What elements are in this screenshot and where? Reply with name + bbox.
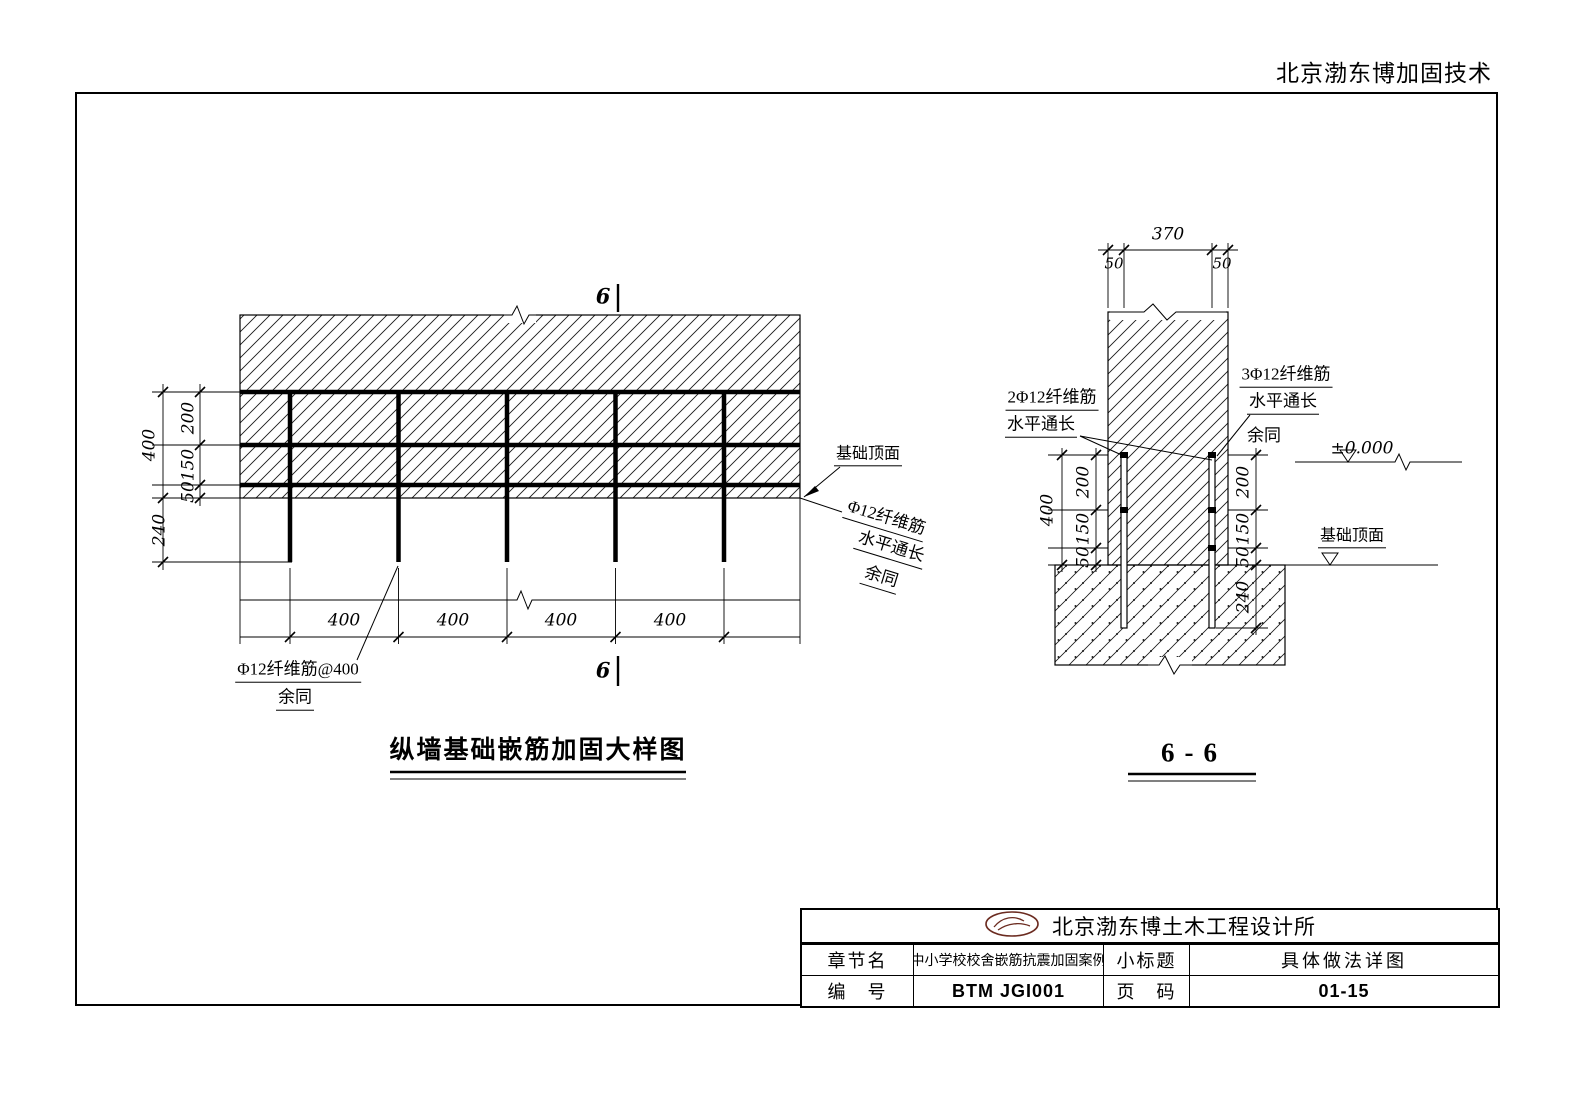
number-label: 编 号	[802, 975, 913, 1006]
section-level-marks	[1285, 449, 1462, 566]
section-wall-hatched	[1054, 303, 1286, 675]
subtitle-label: 小标题	[1103, 944, 1189, 975]
left-wall-hatched	[239, 304, 801, 499]
note-3phi12-line1: 3Φ12纤维筋	[1239, 365, 1333, 388]
chapter-label: 章节名	[802, 944, 913, 975]
section-title-underline	[1128, 772, 1256, 782]
dim-label-spacing-4: 400	[653, 610, 687, 631]
dim-label-400-section: 400	[1037, 493, 1058, 527]
dim-label-150-section-left: 150	[1073, 512, 1094, 546]
note-2phi12-line1: 2Φ12纤维筋	[1005, 388, 1099, 411]
note-3phi12-line3: 余同	[1247, 426, 1281, 446]
left-title-underline	[390, 770, 686, 780]
note-3phi12-line2: 水平通长	[1247, 392, 1319, 415]
dim-label-spacing-2: 400	[436, 610, 470, 631]
note-2phi12-line2: 水平通长	[1005, 415, 1077, 438]
company-logo-icon	[984, 909, 1040, 944]
sheet-header-text: 北京渤东博加固技术	[1276, 61, 1492, 86]
dim-label-150-section-right: 150	[1233, 512, 1254, 546]
note-embedded-bars-line1: Φ12纤维筋@400	[235, 660, 361, 683]
section-leader-lines	[1079, 414, 1251, 461]
section-cut-label-bottom: 6	[595, 657, 611, 683]
chapter-value: 中小学校校舍嵌筋抗震加固案例	[913, 944, 1103, 975]
page-value: 01-15	[1189, 975, 1498, 1006]
horizontal-bar-sections	[1120, 452, 1216, 551]
company-name: 北京渤东博土木工程设计所	[1052, 915, 1316, 939]
note-foundation-top-left: 基础顶面	[833, 445, 903, 467]
left-dimension-lines	[152, 384, 801, 644]
left-rebar-lines	[240, 389, 800, 562]
title-block: 北京渤东博土木工程设计所 章节名 中小学校校舍嵌筋抗震加固案例 小标题 具体做法…	[800, 908, 1500, 1008]
dim-label-200-section-left: 200	[1073, 465, 1094, 499]
dim-label-400-total: 400	[139, 428, 160, 462]
number-value: BTM JGI001	[913, 975, 1103, 1006]
title-block-grid: 章节名 中小学校校舍嵌筋抗震加固案例 小标题 具体做法详图 编 号 BTM JG…	[802, 944, 1498, 1006]
dim-label-200-section-right: 200	[1233, 465, 1254, 499]
dim-label-spacing-1: 400	[327, 610, 361, 631]
dim-label-50-left: 50	[1104, 254, 1124, 273]
dim-label-240: 240	[149, 513, 170, 547]
drawing-frame	[75, 92, 1498, 1006]
dim-label-150: 150	[178, 448, 199, 482]
section-cut-label-top: 6	[595, 283, 611, 309]
dim-label-50: 50	[178, 481, 199, 503]
dim-label-370: 370	[1151, 224, 1185, 245]
dim-label-240-section: 240	[1233, 580, 1254, 614]
note-embedded-bars-line2: 余同	[276, 688, 314, 711]
page-label: 页 码	[1103, 975, 1189, 1006]
dim-label-50-section-right: 50	[1233, 546, 1254, 568]
dim-label-50-right: 50	[1212, 254, 1232, 273]
section-drawing-title: 6-6	[1161, 737, 1227, 768]
note-foundation-top-right: 基础顶面	[1317, 527, 1387, 549]
dim-label-200: 200	[178, 401, 199, 435]
dim-label-50-section-left: 50	[1073, 546, 1094, 568]
subtitle-value: 具体做法详图	[1189, 944, 1498, 975]
title-block-company-row: 北京渤东博土木工程设计所	[802, 910, 1498, 944]
section-dimension-lines	[1048, 243, 1268, 635]
section-embedded-bars	[1120, 452, 1216, 629]
dim-label-spacing-3: 400	[544, 610, 578, 631]
level-label-zero: ±0.000	[1330, 438, 1394, 459]
left-drawing-title: 纵墙基础嵌筋加固大样图	[389, 737, 687, 764]
left-leader-lines	[356, 466, 843, 661]
